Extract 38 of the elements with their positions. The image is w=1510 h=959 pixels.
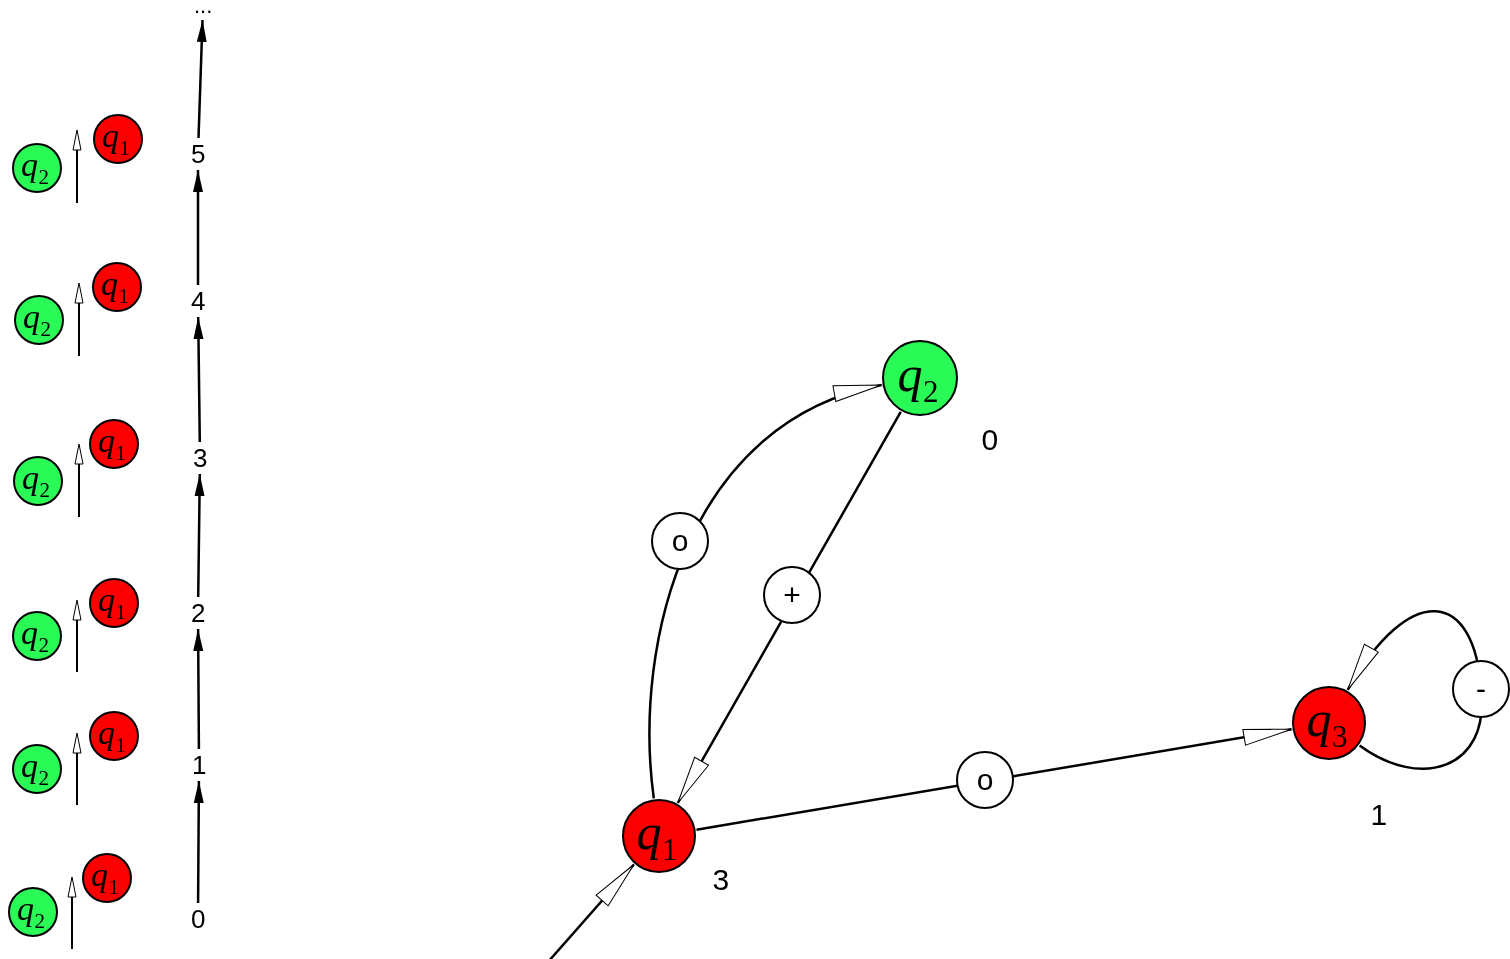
- step-label: 3: [193, 445, 208, 471]
- arrow: [194, 474, 205, 597]
- step-label: 2: [191, 600, 206, 626]
- state-circle: q$_{2}$: [12, 143, 62, 193]
- step-label: 5: [191, 141, 206, 167]
- step-label: 0: [191, 906, 206, 932]
- state-circle: q$_{2}$: [14, 295, 64, 345]
- state-circle: q$_{2}$: [12, 744, 62, 794]
- state-circle: q$_{1}$: [89, 578, 139, 628]
- arrow: [193, 781, 204, 903]
- arrow: [196, 19, 207, 139]
- arrow: [193, 629, 204, 749]
- state-circle: q$_{1}$: [89, 711, 139, 761]
- edge-label: o: [651, 512, 709, 570]
- arrow: [547, 863, 635, 959]
- count-label: 3: [712, 865, 730, 895]
- step-label: 1: [192, 752, 207, 778]
- arrow: [193, 317, 204, 442]
- state-circle: q$_{1}$: [89, 419, 139, 469]
- state-circle: q$_{1}$: [82, 853, 132, 903]
- state-circle: q$_{1}$: [92, 262, 142, 312]
- state-circle: q$_{2}$: [13, 456, 63, 506]
- edge-label: -: [1452, 660, 1510, 718]
- step-label: ...: [194, 0, 213, 17]
- state-circle: q$_{2}$: [882, 340, 958, 416]
- state-circle: q$_{1}$: [93, 114, 143, 164]
- arrow: [193, 170, 203, 285]
- state-circle: q$_{1}$: [622, 799, 696, 873]
- edge-label: +: [763, 566, 821, 624]
- step-label: 4: [191, 288, 206, 314]
- count-label: 0: [981, 425, 999, 455]
- count-label: 1: [1370, 800, 1388, 830]
- state-circle: q$_{2}$: [12, 611, 62, 661]
- edge-label: o: [956, 751, 1014, 809]
- state-circle: q$_{3}$: [1292, 686, 1366, 760]
- state-circle: q$_{2}$: [8, 887, 58, 937]
- arrow: [696, 728, 1292, 831]
- arrow: [648, 383, 883, 799]
